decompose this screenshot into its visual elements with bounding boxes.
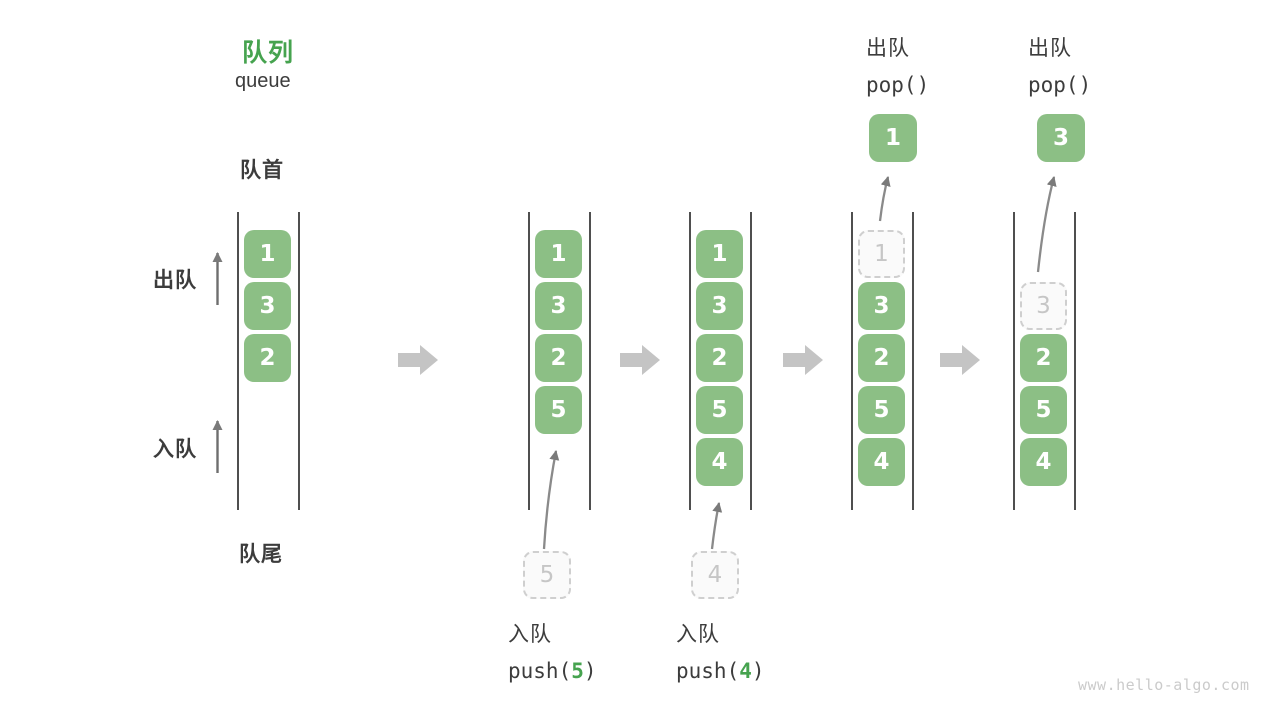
queue-box-4: 4 — [696, 438, 743, 486]
queue-column-5-right-wall — [1074, 212, 1076, 510]
queue-column-1-left-wall — [237, 212, 239, 510]
queue-column-3-left-wall — [689, 212, 691, 510]
ghost-queue-box-1: 1 — [858, 230, 905, 278]
side-enqueue-label: 入队 — [153, 438, 197, 461]
op-dequeue-1-zh-label: 出队 — [866, 37, 910, 60]
op-dequeue-3: 出队 pop() — [1028, 30, 1091, 104]
queue-column-3-right-wall — [750, 212, 752, 510]
op-dequeue-1-code-label: pop() — [866, 73, 930, 97]
queue-box-3: 3 — [244, 282, 291, 330]
queue-box-1: 1 — [696, 230, 743, 278]
op-enqueue-5-zh-label: 入队 — [508, 623, 552, 646]
queue-column-4-left-wall — [851, 212, 853, 510]
staged-enqueue-box-5: 5 — [523, 551, 571, 599]
queue-column-2-left-wall — [528, 212, 530, 510]
op-enqueue-4-zh-label: 入队 — [676, 623, 720, 646]
queue-column-5-left-wall — [1013, 212, 1015, 510]
popped-box-3: 3 — [1037, 114, 1085, 162]
queue-box-4: 4 — [858, 438, 905, 486]
diagram-title-zh: 队列 — [242, 39, 295, 67]
push4-arrow-icon — [710, 502, 723, 550]
op-enqueue-4: 入队 push(4) — [676, 616, 765, 690]
transition-arrow-icon-4 — [940, 345, 980, 375]
pop3-arrow-icon — [1036, 176, 1057, 273]
queue-box-2: 2 — [1020, 334, 1067, 382]
queue-box-1: 1 — [535, 230, 582, 278]
transition-arrow-icon-1 — [398, 345, 438, 375]
queue-box-4: 4 — [1020, 438, 1067, 486]
queue-box-2: 2 — [696, 334, 743, 382]
watermark: www.hello-algo.com — [1078, 676, 1250, 694]
diagram-title-en: queue — [235, 70, 291, 92]
queue-column-1-right-wall — [298, 212, 300, 510]
staged-enqueue-box-4: 4 — [691, 551, 739, 599]
queue-box-5: 5 — [535, 386, 582, 434]
queue-box-3: 3 — [535, 282, 582, 330]
transition-arrow-icon-2 — [620, 345, 660, 375]
queue-rear-label: 队尾 — [239, 543, 283, 566]
queue-box-5: 5 — [858, 386, 905, 434]
queue-box-2: 2 — [535, 334, 582, 382]
queue-box-1: 1 — [244, 230, 291, 278]
op-dequeue-3-zh-label: 出队 — [1028, 37, 1072, 60]
op-dequeue-3-code-label: pop() — [1028, 73, 1092, 97]
op-enqueue-5: 入队 push(5) — [508, 616, 597, 690]
pop1-arrow-icon — [878, 176, 891, 222]
queue-front-label: 队首 — [240, 159, 284, 182]
transition-arrow-icon-3 — [783, 345, 823, 375]
queue-box-5: 5 — [696, 386, 743, 434]
queue-box-2: 2 — [244, 334, 291, 382]
queue-box-3: 3 — [858, 282, 905, 330]
popped-box-1: 1 — [869, 114, 917, 162]
queue-box-2: 2 — [858, 334, 905, 382]
ghost-queue-box-3: 3 — [1020, 282, 1067, 330]
queue-box-3: 3 — [696, 282, 743, 330]
queue-column-4-right-wall — [912, 212, 914, 510]
op-enqueue-4-code-label: push(4) — [676, 659, 765, 683]
op-dequeue-1: 出队 pop() — [866, 30, 929, 104]
queue-column-2-right-wall — [589, 212, 591, 510]
op-enqueue-5-code-label: push(5) — [508, 659, 597, 683]
push5-arrow-icon — [542, 450, 560, 550]
queue-box-5: 5 — [1020, 386, 1067, 434]
side-dequeue-label: 出队 — [153, 269, 197, 292]
